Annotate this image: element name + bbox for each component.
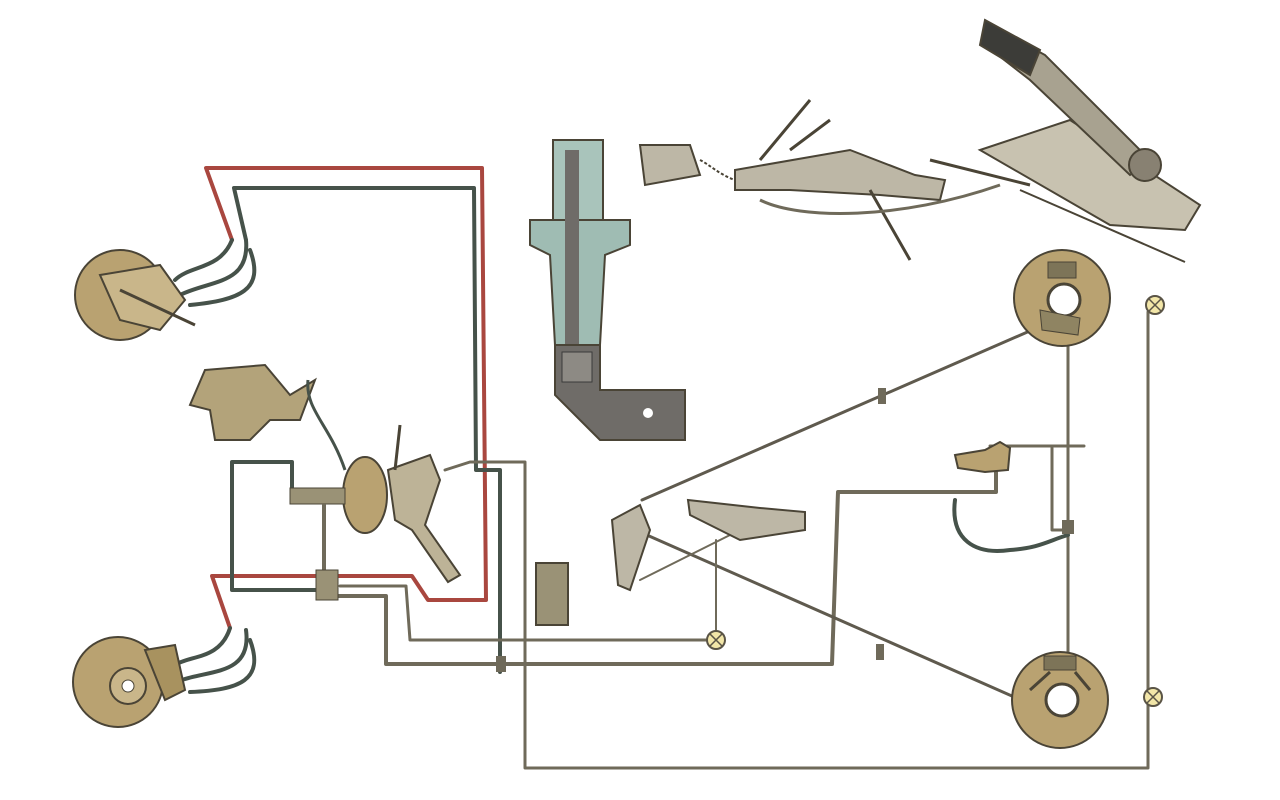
rear-circuit-line-upper	[232, 186, 502, 674]
handbrake-cable-upper	[640, 328, 1034, 502]
warning-lamp-icon	[706, 630, 726, 650]
rear-feed-line	[334, 468, 998, 666]
warning-lamp-icon	[1143, 687, 1163, 707]
vacuum-manifold	[188, 363, 317, 441]
rear-lower-brake-drum	[1011, 651, 1109, 749]
handbrake-lever	[977, 18, 1202, 263]
pressure-distributor	[315, 569, 339, 601]
pedal-bracket-linkage	[610, 498, 806, 592]
handbrake-cable-lower	[638, 530, 1032, 706]
front-left-upper-hoses	[173, 238, 257, 307]
front-left-lower-hoses	[173, 626, 257, 694]
handbrake-linkage	[638, 99, 1031, 261]
rear-upper-brake-drum	[1013, 249, 1111, 347]
vacuum-hose	[306, 379, 347, 471]
cable-connectors	[496, 388, 1074, 672]
regulator-hose	[952, 498, 1070, 553]
master-cylinder-cutaway	[529, 139, 686, 441]
front-upper-brake-disc	[74, 249, 196, 341]
brake-booster	[289, 456, 388, 580]
front-lower-brake-disc	[72, 636, 187, 728]
brake-light-switch	[535, 562, 569, 626]
sensor-line	[338, 584, 710, 642]
front-circuit-line-upper	[204, 166, 488, 630]
brake-pedal	[386, 453, 462, 584]
master-cylinder-supply-line	[230, 460, 332, 592]
warning-lamp-icon	[1145, 295, 1165, 315]
pressure-regulator	[953, 440, 1012, 474]
